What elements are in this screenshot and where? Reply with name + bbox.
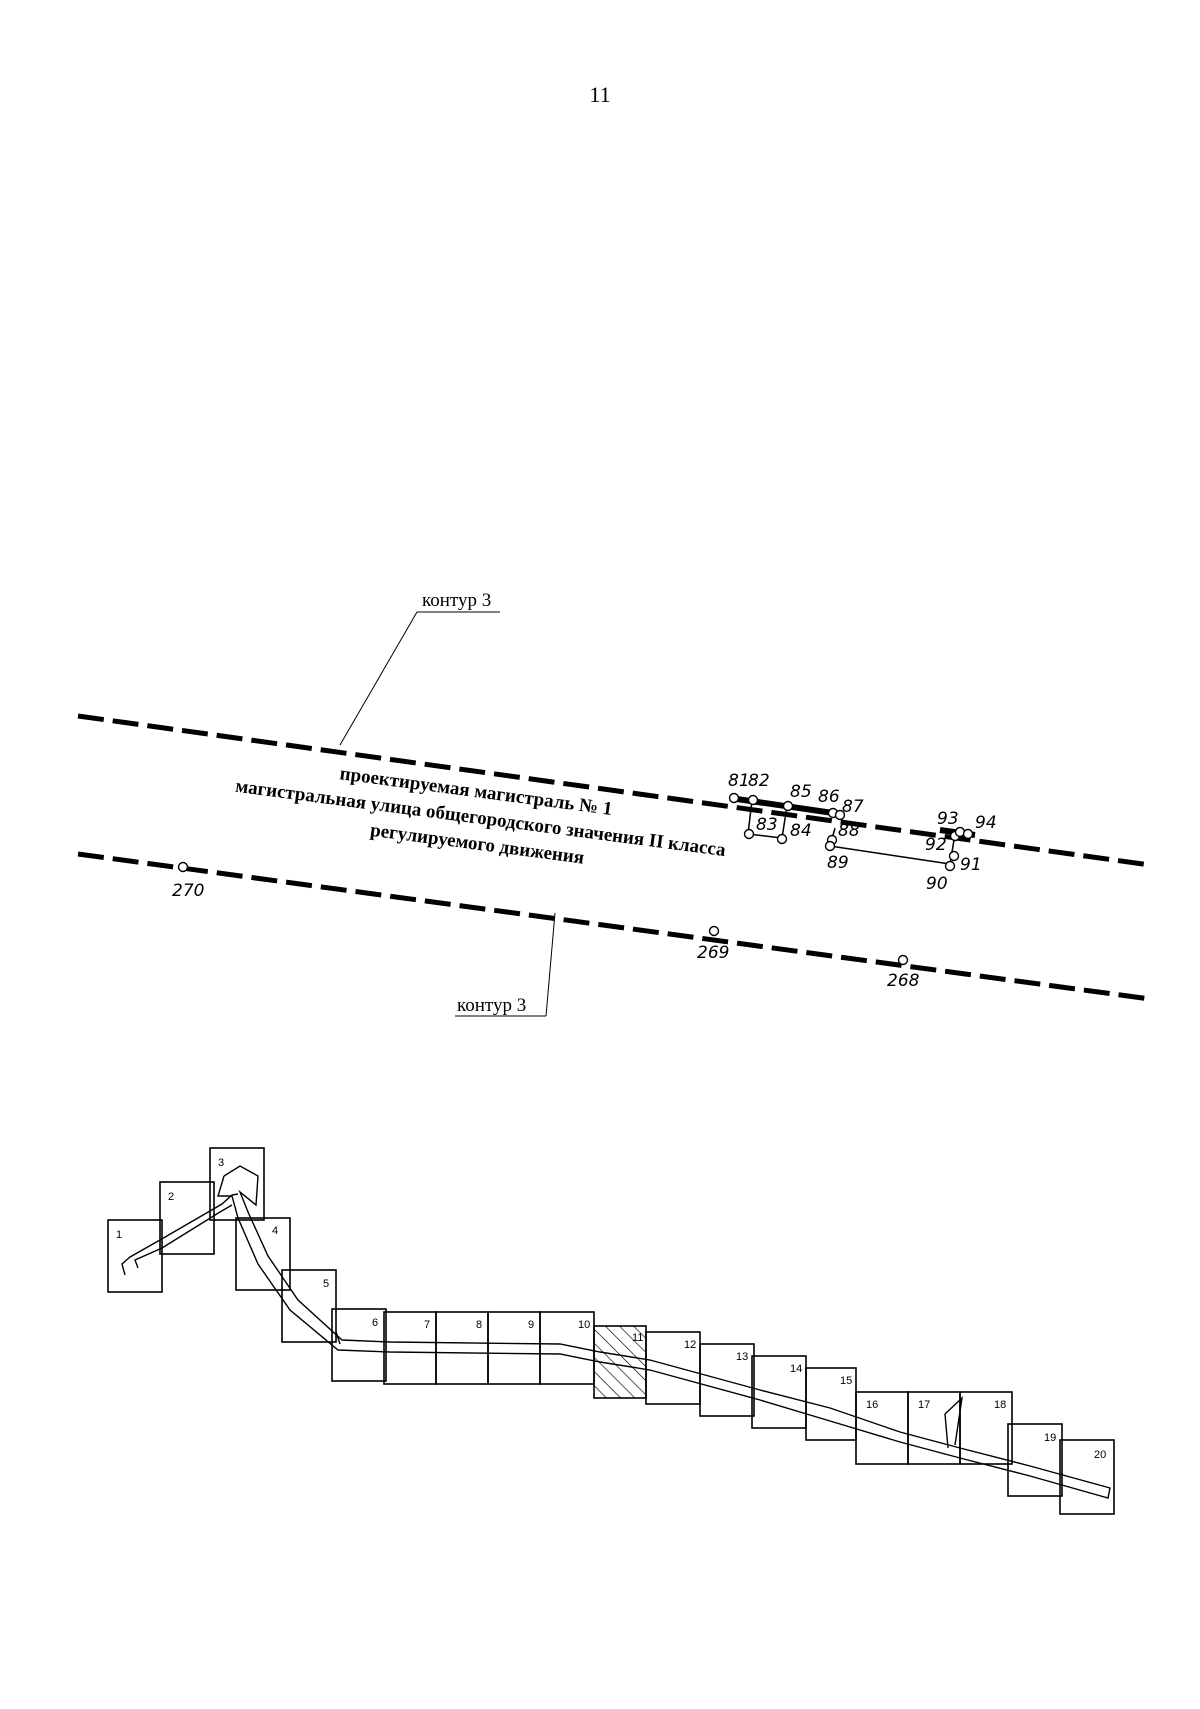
sheet-3 — [209, 1147, 265, 1221]
point-89 — [824, 840, 836, 852]
point-270 — [177, 861, 189, 873]
contour-label-top: контур 3 — [422, 590, 491, 611]
point-87 — [834, 809, 846, 821]
page-number: 11 — [589, 82, 611, 107]
point-268 — [897, 954, 909, 966]
sheet-label-19: 19 — [1044, 1432, 1056, 1444]
point-82 — [747, 794, 759, 806]
label-93: 93 — [937, 809, 959, 829]
road-caption: проектируемая магистраль № 1 магистральн… — [234, 763, 727, 868]
label-83: 83 — [756, 815, 778, 835]
sheet-label-9: 9 — [528, 1319, 534, 1331]
sheet-label-1: 1 — [116, 1229, 122, 1241]
contour-boundary-top — [77, 713, 1151, 868]
point-85 — [782, 800, 794, 812]
sheet-label-14: 14 — [790, 1363, 802, 1375]
leader-bottom — [455, 912, 556, 1017]
sheet-label-17: 17 — [918, 1399, 930, 1411]
contour-label-bottom: контур 3 — [457, 995, 526, 1016]
sheet-label-5: 5 — [323, 1278, 329, 1290]
label-91: 91 — [960, 855, 982, 875]
sheet-label-18: 18 — [994, 1399, 1006, 1411]
sheet-16 — [855, 1391, 909, 1465]
sheet-4 — [235, 1217, 291, 1291]
sheet-5 — [281, 1269, 337, 1343]
label-85: 85 — [790, 782, 812, 802]
sheet-label-3: 3 — [218, 1157, 224, 1169]
point-90 — [944, 860, 956, 872]
contour-boundary-bottom — [77, 851, 1151, 1002]
sheet-labels: 1 2 3 4 5 6 7 8 9 10 11 12 13 14 15 16 1… — [116, 1157, 1106, 1461]
point-labels: 81 82 83 84 85 86 87 88 89 90 91 92 93 9… — [172, 771, 997, 991]
label-87: 87 — [842, 797, 864, 817]
label-84: 84 — [790, 821, 812, 841]
sheet-label-7: 7 — [424, 1319, 430, 1331]
label-268: 268 — [887, 971, 920, 991]
label-88: 88 — [838, 821, 860, 841]
sheet-label-16: 16 — [866, 1399, 878, 1411]
sheet-1 — [107, 1219, 163, 1293]
sheet-20 — [1059, 1439, 1115, 1515]
label-269: 269 — [697, 943, 729, 963]
point-269 — [708, 925, 720, 937]
leader-top — [339, 611, 500, 746]
point-94 — [962, 828, 974, 840]
label-270: 270 — [172, 881, 204, 901]
label-94: 94 — [975, 813, 997, 833]
sheet-label-20: 20 — [1094, 1449, 1106, 1461]
sheet-label-10: 10 — [578, 1319, 590, 1331]
sheet-13 — [699, 1343, 755, 1417]
point-83 — [743, 828, 755, 840]
sheet-grid — [107, 1147, 1115, 1515]
survey-points — [177, 792, 974, 966]
sheet-label-8: 8 — [476, 1319, 482, 1331]
sheet-label-11: 11 — [632, 1332, 643, 1344]
sheet-2 — [159, 1181, 215, 1255]
sheet-label-4: 4 — [272, 1225, 278, 1237]
label-81: 81 — [728, 771, 750, 791]
point-84 — [776, 833, 788, 845]
sheet-label-13: 13 — [736, 1351, 748, 1363]
sheet-label-2: 2 — [168, 1191, 174, 1203]
label-90: 90 — [926, 874, 948, 894]
sheet-label-6: 6 — [372, 1317, 378, 1329]
label-92: 92 — [925, 835, 947, 855]
point-91 — [948, 850, 960, 862]
label-89: 89 — [827, 853, 849, 873]
sheet-17 — [907, 1391, 961, 1465]
route-corridor — [121, 1165, 1111, 1499]
label-86: 86 — [818, 787, 840, 807]
point-81 — [728, 792, 740, 804]
sheet-label-15: 15 — [840, 1375, 852, 1387]
label-82: 82 — [748, 771, 770, 791]
sheet-label-12: 12 — [684, 1339, 696, 1351]
